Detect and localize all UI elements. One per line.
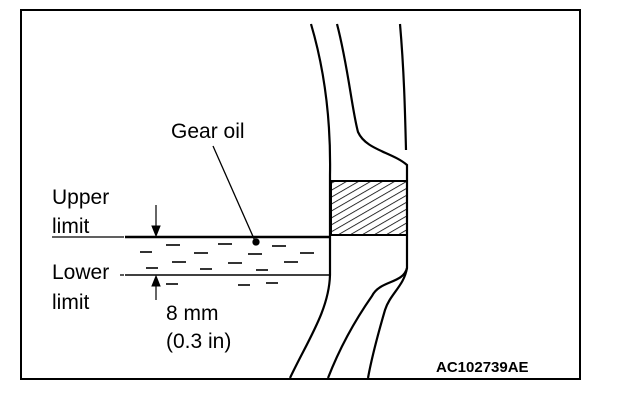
gear-oil-leader — [212, 145, 256, 242]
dimension-in-label: (0.3 in) — [166, 330, 231, 353]
housing-right-wall — [398, 23, 408, 151]
leader-lines — [52, 145, 260, 276]
upper-limit-label-line2: limit — [52, 215, 89, 238]
lower-limit-label-line1: Lower — [52, 261, 109, 284]
housing-inner-wall — [326, 23, 409, 379]
housing-lower-right — [366, 267, 409, 379]
gear-oil-label: Gear oil — [171, 120, 245, 143]
figure-code: AC102739AE — [436, 359, 529, 376]
housing-section — [289, 23, 409, 379]
dimension-arrows — [151, 205, 161, 300]
lower-limit-label-line2: limit — [52, 291, 89, 314]
oil-level-lines — [125, 235, 330, 276]
housing-outer-wall — [289, 23, 332, 379]
dimension-mm-label: 8 mm — [166, 302, 219, 325]
gear-oil-leader-dot — [252, 238, 260, 246]
upper-limit-label-line1: Upper — [52, 186, 109, 209]
filler-plug-section — [330, 180, 408, 236]
gear-oil-texture — [140, 243, 314, 286]
figure-frame — [20, 9, 581, 380]
